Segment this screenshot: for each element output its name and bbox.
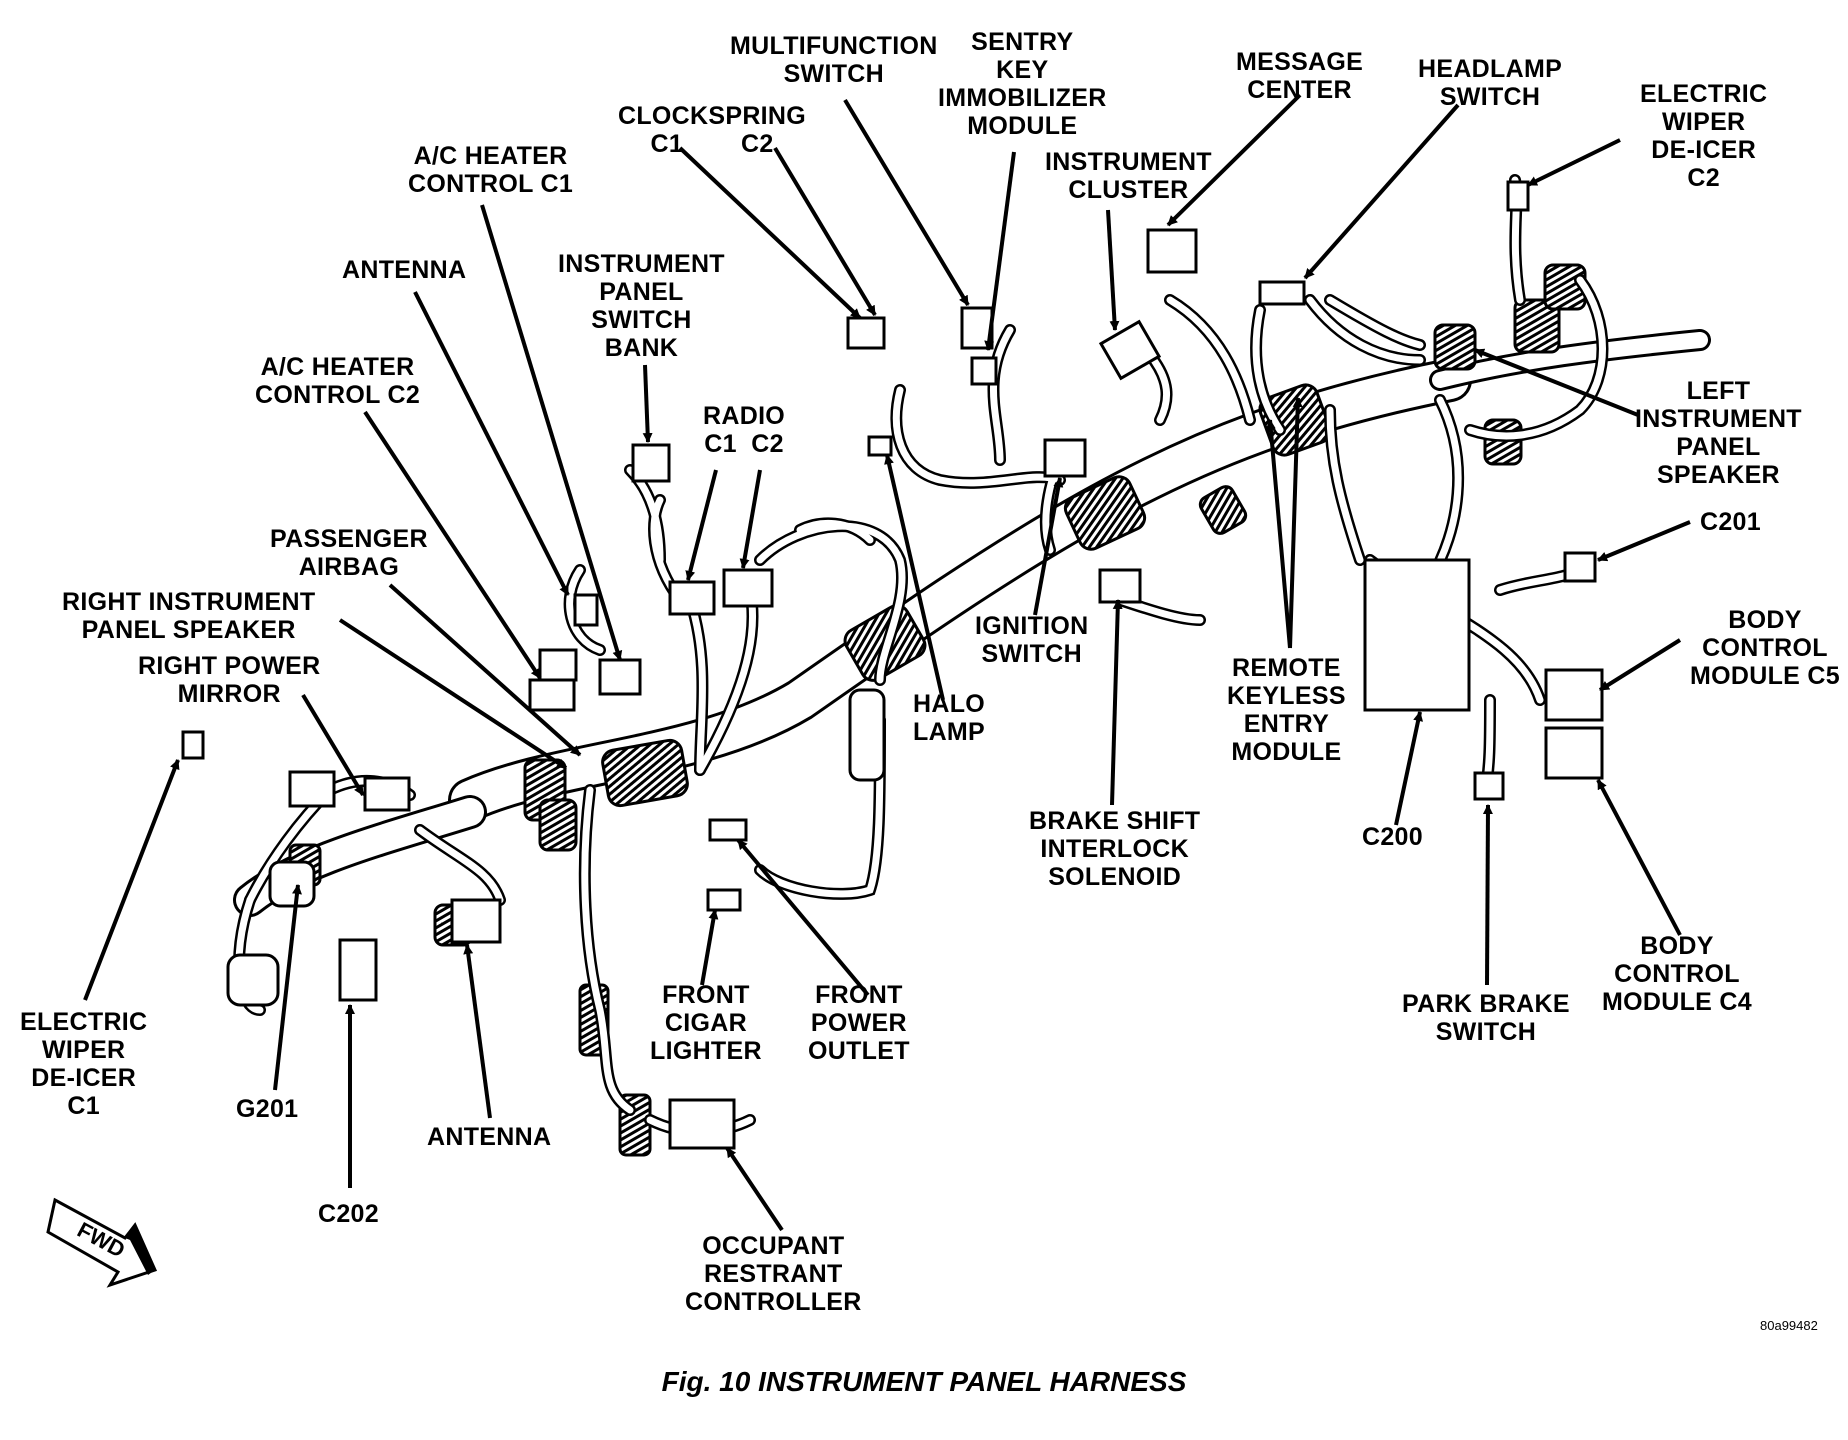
- label-ignition-switch: IGNITION SWITCH: [975, 612, 1089, 668]
- label-clockspring: CLOCKSPRING C1 C2: [618, 102, 807, 158]
- label-antenna-bottom: ANTENNA: [427, 1123, 552, 1151]
- label-instrument-cluster: INSTRUMENT CLUSTER: [1045, 148, 1212, 204]
- label-ac-heater-control-c2: A/C HEATER CONTROL C2: [255, 353, 421, 409]
- label-park-brake-switch: PARK BRAKE SWITCH: [1402, 990, 1570, 1046]
- label-message-center: MESSAGE CENTER: [1236, 48, 1364, 104]
- connector-headlamp-switch: [1258, 280, 1306, 306]
- label-sentry-key-immobilizer: SENTRY KEY IMMOBILIZER MODULE: [938, 28, 1107, 140]
- label-body-control-module-c4: BODY CONTROL MODULE C4: [1602, 932, 1752, 1016]
- connector-power-outlet: [708, 818, 748, 842]
- label-occupant-restraint-controller: OCCUPANT RESTRANT CONTROLLER: [685, 1232, 862, 1316]
- connector-antenna-bottom: [450, 898, 502, 944]
- label-front-cigar-lighter: FRONT CIGAR LIGHTER: [650, 981, 762, 1065]
- connector-passenger-airbag: [538, 648, 578, 682]
- leader-arrows: [83, 93, 1691, 1232]
- label-body-control-module-c5: BODY CONTROL MODULE C5: [1690, 606, 1840, 690]
- connector-g201: [268, 860, 316, 908]
- connector-c200: [1363, 558, 1471, 712]
- figure-id-code: 80a99482: [1760, 1318, 1818, 1333]
- label-c201: C201: [1700, 508, 1761, 536]
- conduit-sleeves: [288, 263, 1587, 1157]
- label-remote-keyless-entry-module: REMOTE KEYLESS ENTRY MODULE: [1227, 654, 1346, 766]
- connector-halo-sleeve: [848, 688, 886, 782]
- connector-wiper-deicer-c2: [1506, 180, 1530, 212]
- connector-occupant-restraint: [668, 1098, 736, 1150]
- label-electric-wiper-deicer-c2: ELECTRIC WIPER DE-ICER C2: [1640, 80, 1768, 192]
- connector-deicer-grommet: [226, 953, 280, 1007]
- figure-caption: Fig. 10 INSTRUMENT PANEL HARNESS: [661, 1366, 1187, 1397]
- connector-right-mirror: [288, 770, 336, 808]
- label-multifunction-switch: MULTIFUNCTION SWITCH: [730, 32, 938, 88]
- connector-message-center: [1146, 228, 1198, 274]
- connector-radio-c1: [668, 580, 716, 616]
- label-antenna-top: ANTENNA: [342, 256, 467, 284]
- connector-halo-lamp: [867, 435, 893, 457]
- label-right-instrument-panel-speaker: RIGHT INSTRUMENT PANEL SPEAKER: [62, 588, 316, 644]
- connector-radio-c2: [722, 568, 774, 608]
- connector-switch-bank: [631, 443, 671, 483]
- label-passenger-airbag: PASSENGER AIRBAG: [270, 525, 428, 581]
- connector-c201: [1563, 551, 1597, 583]
- connector-clockspring-c1: [846, 316, 886, 350]
- label-right-power-mirror: RIGHT POWER MIRROR: [138, 652, 321, 708]
- connector-ignition-switch: [1043, 438, 1087, 478]
- connectors: [181, 180, 1604, 1150]
- connector-park-brake: [1473, 771, 1505, 801]
- label-radio: RADIO C1 C2: [703, 402, 786, 458]
- label-g201: G201: [236, 1095, 299, 1123]
- label-c200: C200: [1362, 823, 1423, 851]
- label-front-power-outlet: FRONT POWER OUTLET: [808, 981, 910, 1065]
- connector-wiper-deicer-c1: [181, 730, 205, 760]
- fwd-direction-arrow: FWD: [46, 1197, 158, 1288]
- label-brake-shift-interlock-solenoid: BRAKE SHIFT INTERLOCK SOLENOID: [1029, 807, 1201, 891]
- label-left-instrument-panel-speaker: LEFT INSTRUMENT PANEL SPEAKER: [1635, 377, 1802, 489]
- connector-c202: [338, 938, 378, 1002]
- connector-instrument-cluster: [1098, 319, 1162, 381]
- connector-antenna-top: [573, 593, 599, 627]
- connector-sentry-key: [970, 356, 998, 386]
- connector-brake-shift: [1098, 568, 1142, 604]
- connector-cigar-lighter: [706, 888, 742, 912]
- label-headlamp-switch: HEADLAMP SWITCH: [1418, 55, 1563, 111]
- label-electric-wiper-deicer-c1: ELECTRIC WIPER DE-ICER C1: [20, 1008, 148, 1120]
- label-ac-heater-control-c1: A/C HEATER CONTROL C1: [408, 142, 574, 198]
- label-c202: C202: [318, 1200, 379, 1228]
- connector-bcm-c5: [1544, 668, 1604, 722]
- label-instrument-panel-switch-bank: INSTRUMENT PANEL SWITCH BANK: [558, 250, 725, 362]
- connector-right-speaker: [363, 776, 411, 812]
- connector-bcm-c4: [1544, 726, 1604, 780]
- connector-ac-c2: [528, 678, 576, 712]
- label-halo-lamp: HALO LAMP: [913, 690, 986, 746]
- connector-ac-c1: [598, 658, 642, 696]
